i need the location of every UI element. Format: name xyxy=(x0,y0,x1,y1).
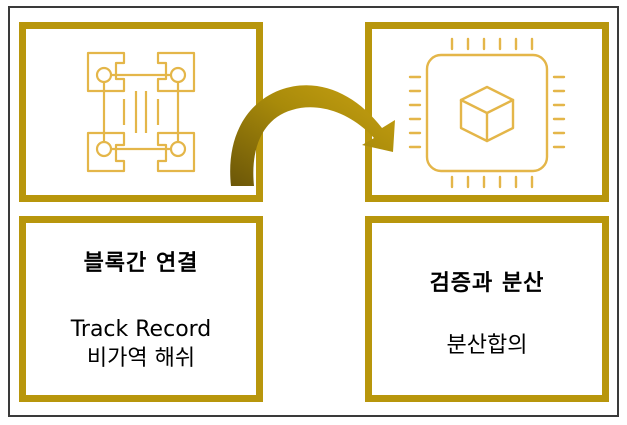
panel-line-consensus: 분산합의 xyxy=(446,333,528,358)
panel-title: 블록간 연결 xyxy=(83,251,199,276)
panel-line-track-record: Track Record xyxy=(70,317,212,342)
panel-block-linking: 블록간 연결 Track Record 비가역 해쉬 xyxy=(19,216,263,402)
panel-line-irreversible-hash: 비가역 해쉬 xyxy=(86,346,196,371)
panel-chip-cube xyxy=(365,22,609,202)
cpu-chip-cube-icon xyxy=(408,37,566,189)
panel-title: 검증과 분산 xyxy=(429,271,545,296)
blockchain-network-icon xyxy=(86,51,196,173)
panel-block-network xyxy=(19,22,263,202)
panel-verification-distribution: 검증과 분산 분산합의 xyxy=(365,216,609,402)
